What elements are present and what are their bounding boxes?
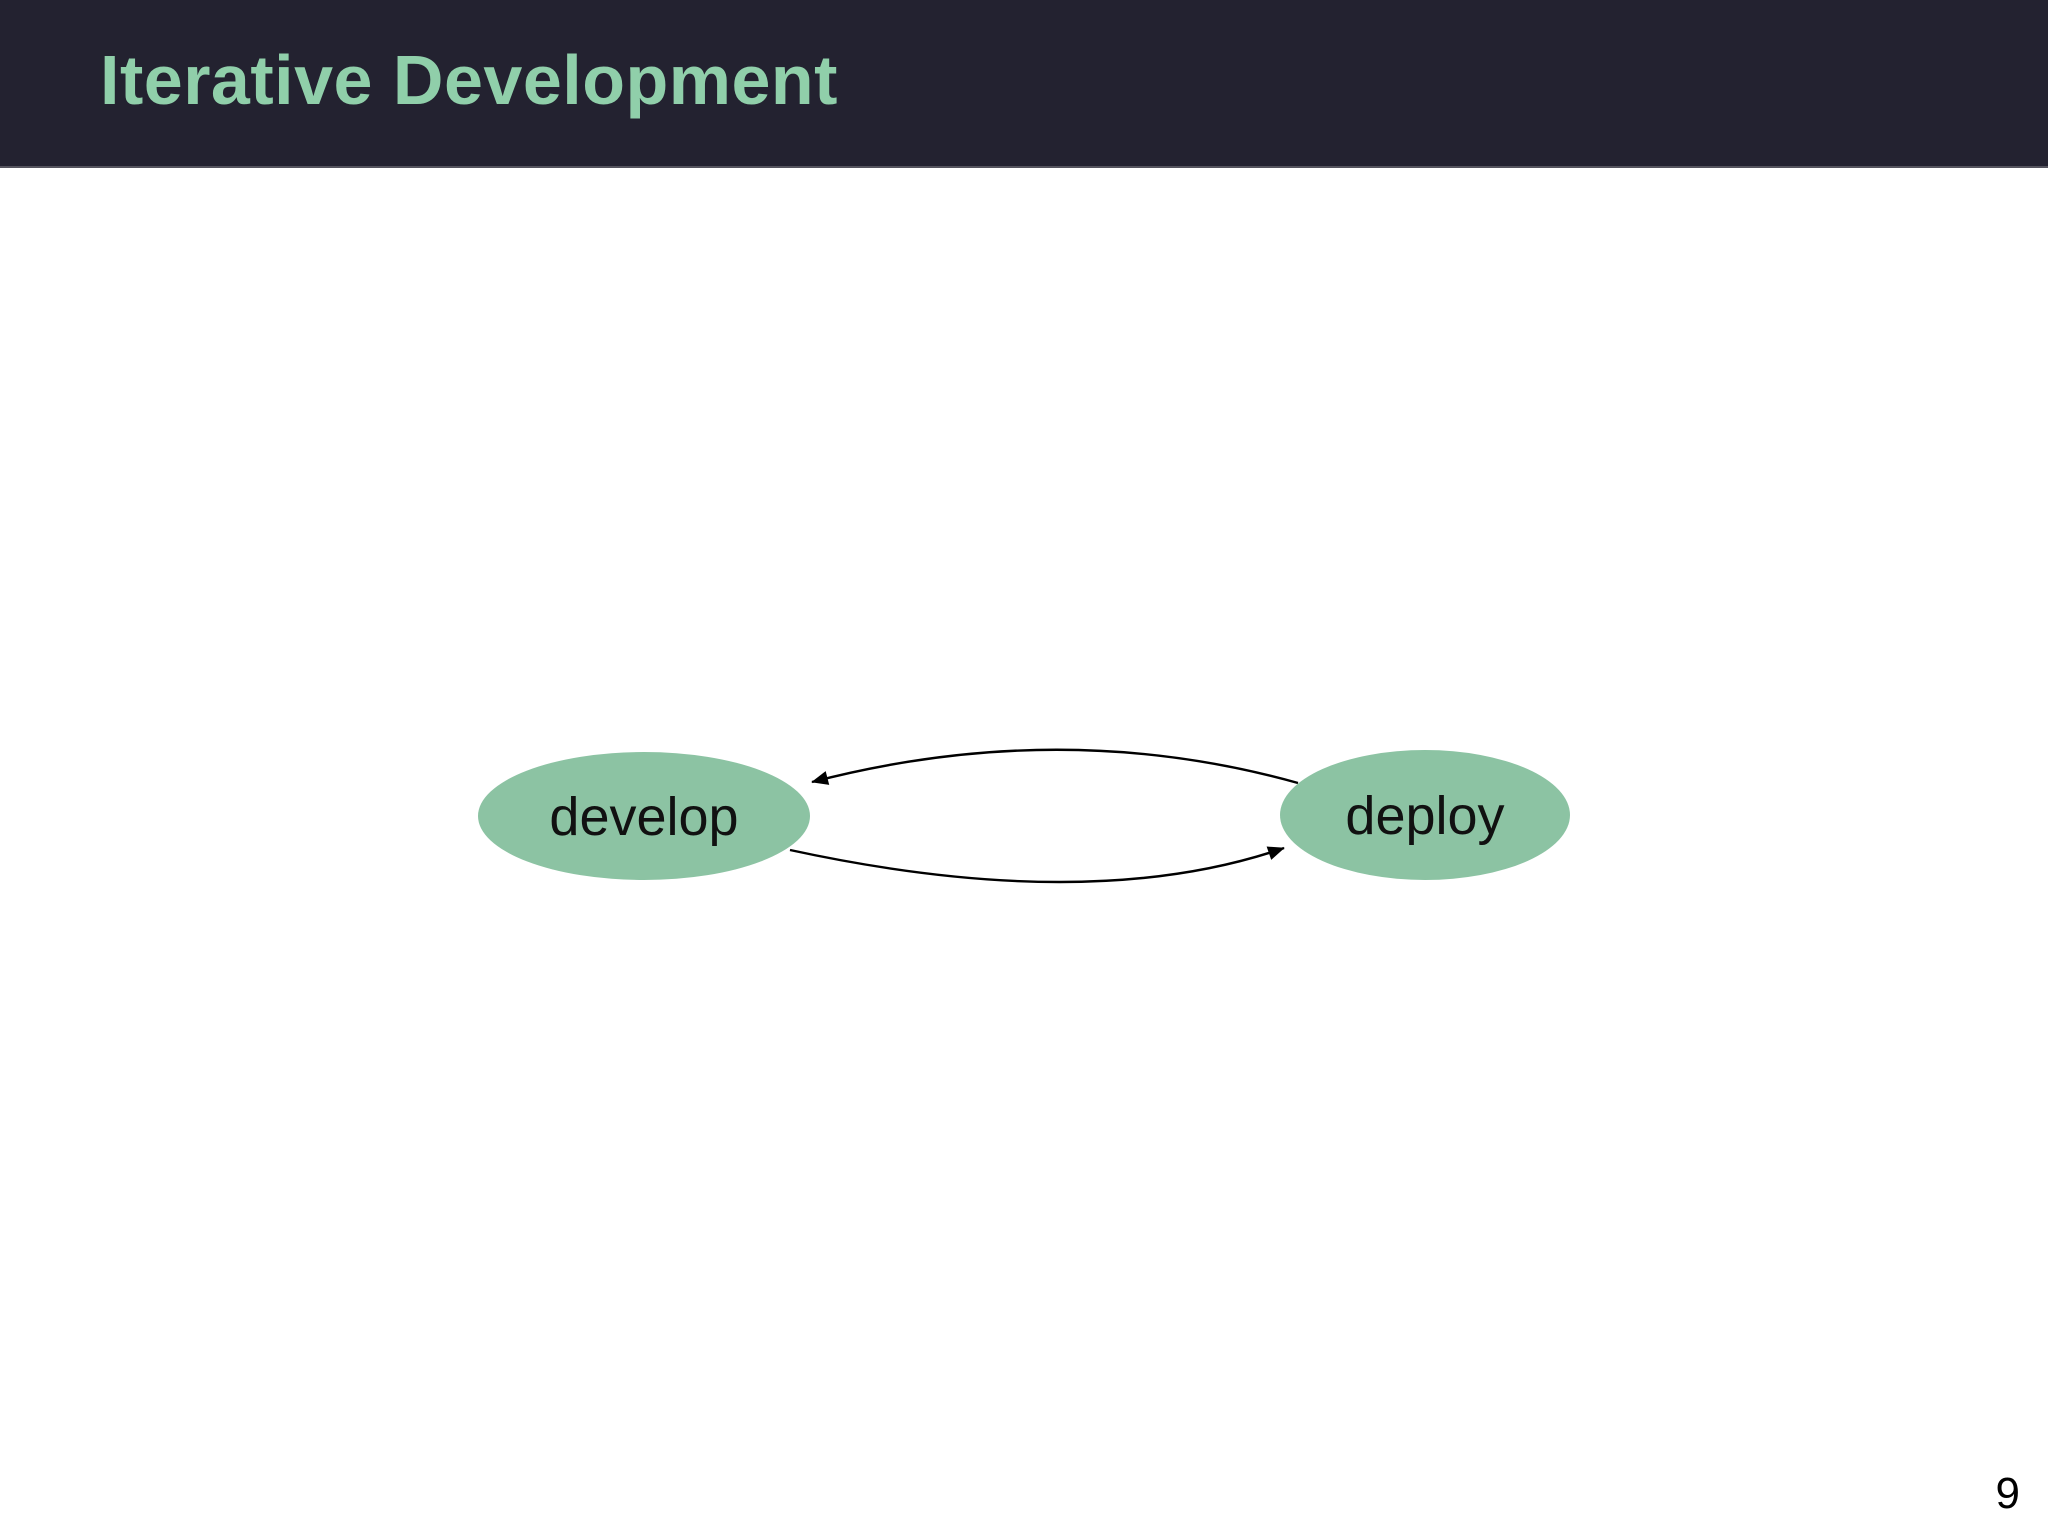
- page-title: Iterative Development: [100, 41, 838, 119]
- node-deploy: deploy: [1280, 750, 1570, 880]
- deploy-label: deploy: [1345, 786, 1504, 846]
- node-develop: develop: [478, 752, 810, 880]
- page-number: 9: [1995, 1469, 2020, 1518]
- slide-header: Iterative Development: [0, 0, 2048, 168]
- slide-body: develop deploy 9: [0, 168, 2048, 1534]
- deploy-ellipse: [1280, 750, 1570, 880]
- edge-deploy-to-develop: [811, 748, 1299, 785]
- develop-label: develop: [549, 787, 738, 847]
- develop-ellipse: [478, 752, 810, 880]
- iteration-cycle-diagram: develop deploy: [478, 748, 1570, 884]
- edge-develop-to-deploy: [789, 846, 1285, 884]
